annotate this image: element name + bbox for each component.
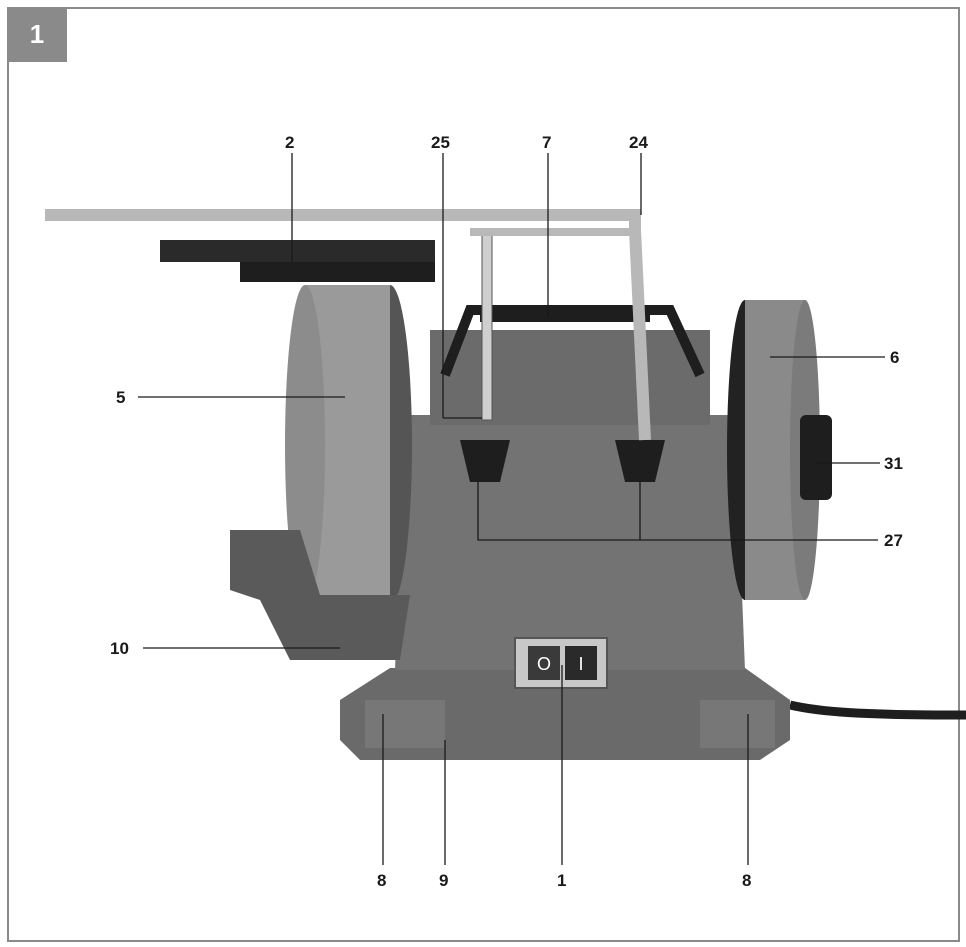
leader-27 (477, 478, 878, 541)
callout-8-right: 8 (742, 871, 752, 890)
power-cable (788, 700, 966, 720)
knob-right (615, 440, 665, 482)
universal-support (45, 209, 651, 441)
callout-25: 25 (431, 133, 450, 152)
switch-on-symbol: I (578, 654, 583, 674)
wheel-nut (800, 415, 832, 500)
callout-10: 10 (110, 639, 129, 658)
switch-off (528, 646, 560, 680)
callout-5: 5 (116, 388, 126, 407)
base-foot-right (700, 700, 775, 748)
switch-off-symbol: O (537, 654, 551, 674)
base-foot-left (365, 700, 445, 748)
callout-7: 7 (542, 133, 552, 152)
callout-31: 31 (884, 454, 903, 473)
figure-frame (7, 7, 960, 942)
leader-lines (138, 153, 885, 865)
callout-27: 27 (884, 531, 903, 550)
figure-number: 1 (7, 7, 67, 62)
tool-rest (160, 240, 435, 262)
callout-24: 24 (629, 133, 648, 152)
switch-on (565, 646, 597, 680)
water-trough (230, 530, 410, 660)
housing-top (430, 330, 710, 425)
support-bracket (440, 305, 705, 378)
callout-6: 6 (890, 348, 900, 367)
callout-8-left: 8 (377, 871, 387, 890)
bracket-bar (480, 312, 650, 322)
knob-left (460, 440, 510, 482)
grinding-wheel-front (285, 285, 325, 605)
threaded-rod (481, 229, 493, 421)
callout-1: 1 (557, 871, 567, 890)
tool-rest-plate (240, 262, 435, 282)
base (340, 668, 790, 760)
callout-2: 2 (285, 133, 295, 152)
housing (395, 415, 745, 670)
callout-9: 9 (439, 871, 449, 890)
